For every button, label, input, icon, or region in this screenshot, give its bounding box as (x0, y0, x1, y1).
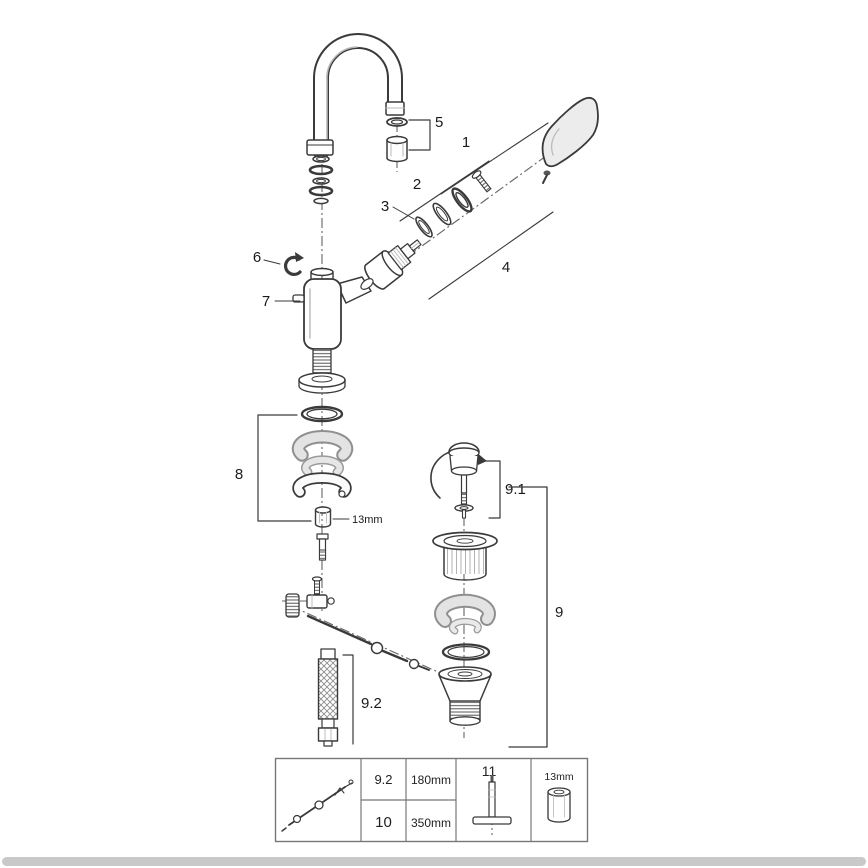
base-flange (298, 372, 346, 388)
callout-9-1: 9.1 (505, 481, 526, 498)
braided-hose (317, 658, 339, 720)
callout-6-leader (263, 259, 281, 265)
fixing-plug (285, 593, 300, 618)
supply-hose (317, 648, 339, 747)
fixing-screw (314, 580, 320, 595)
handle-pin (543, 170, 551, 176)
callout-5: 5 (435, 114, 443, 131)
callout-8-bracket (257, 414, 312, 522)
o-ring (308, 185, 334, 197)
o-ring (308, 164, 334, 176)
clip-arrow (295, 252, 304, 262)
fixing-set (285, 576, 335, 618)
spout (306, 33, 405, 160)
callout-1: 1 (462, 134, 470, 151)
callout-5-bracket (408, 119, 431, 151)
callout-2-leader (399, 160, 490, 222)
spout-tube-fill (315, 35, 401, 158)
callout-9-2-bracket (342, 654, 354, 745)
callout-3-leader (392, 206, 415, 220)
plug-stem (460, 474, 468, 494)
callout-8: 8 (235, 466, 243, 483)
callout-3: 3 (381, 198, 389, 215)
callout-1-leader (440, 122, 549, 195)
legend-table: 9.2 180mm 10 350mm 11 13mm (274, 757, 589, 843)
table-border (274, 757, 589, 843)
mounting-shank (298, 348, 346, 394)
trim-rings: 3 (381, 187, 473, 238)
callout-2: 2 (413, 176, 421, 193)
flange-rim (432, 531, 498, 551)
callout-6: 6 (253, 249, 261, 266)
base-seal-set: 8 (235, 405, 354, 522)
callout-4: 4 (502, 259, 510, 276)
body-tab (292, 294, 305, 303)
rod-eyelet (408, 658, 420, 670)
drain-plug: 9.1 (430, 442, 526, 519)
cartridge: 4 (364, 211, 554, 300)
pop-up-rod: 9.2 (306, 614, 430, 745)
lever-handle: 1 (440, 96, 599, 195)
spout-o-ring-stack (308, 155, 334, 205)
callout-9-group: 9 (508, 486, 563, 748)
legend-rod-drawing (281, 779, 354, 832)
hose-nut (317, 727, 339, 742)
base-o-ring (300, 405, 344, 423)
faucet-body: 7 (262, 267, 374, 350)
legend-socket-drawing (547, 787, 571, 823)
drain-tailpiece (438, 666, 492, 726)
callout-7: 7 (262, 293, 270, 310)
callout-4-leader (428, 211, 554, 300)
handle-screw: 2 (399, 160, 492, 222)
table-ref-10: 10 (375, 814, 392, 831)
table-length-180: 180mm (411, 773, 451, 787)
drain-o-ring (441, 643, 491, 661)
callout-9-bracket (508, 486, 548, 748)
table-tool-ref: 11 (482, 763, 497, 779)
clip-ring (283, 255, 302, 276)
horseshoe-gasket (293, 432, 352, 460)
table-ref-9-2: 9.2 (374, 772, 392, 787)
retaining-clip: 6 (253, 249, 304, 276)
mounting-nut: 13mm (314, 506, 383, 528)
threaded-shank (312, 348, 332, 374)
aerator-housing (386, 135, 408, 145)
table-socket-size: 13mm (544, 771, 573, 783)
callout-9-2: 9.2 (361, 695, 382, 712)
spout-highlight (326, 46, 358, 149)
aerator-ring (386, 117, 408, 127)
table-length-350: 350mm (411, 816, 451, 830)
drain-gasket (434, 593, 496, 635)
callout-9-1-bracket (482, 460, 501, 519)
handle-body (541, 96, 599, 168)
nut-size-label: 13mm (352, 514, 383, 526)
drain-flange (432, 531, 498, 581)
callout-9: 9 (555, 604, 563, 621)
legend-tool-drawing (472, 775, 512, 835)
mounting-pin (316, 533, 329, 561)
fixing-block (306, 594, 328, 609)
rod-ball-joint (370, 641, 384, 655)
aerator-parts: 5 (386, 114, 443, 163)
horseshoe-washer (294, 474, 350, 496)
bottom-bar (2, 857, 866, 866)
spout-aerator-tip (306, 139, 334, 156)
